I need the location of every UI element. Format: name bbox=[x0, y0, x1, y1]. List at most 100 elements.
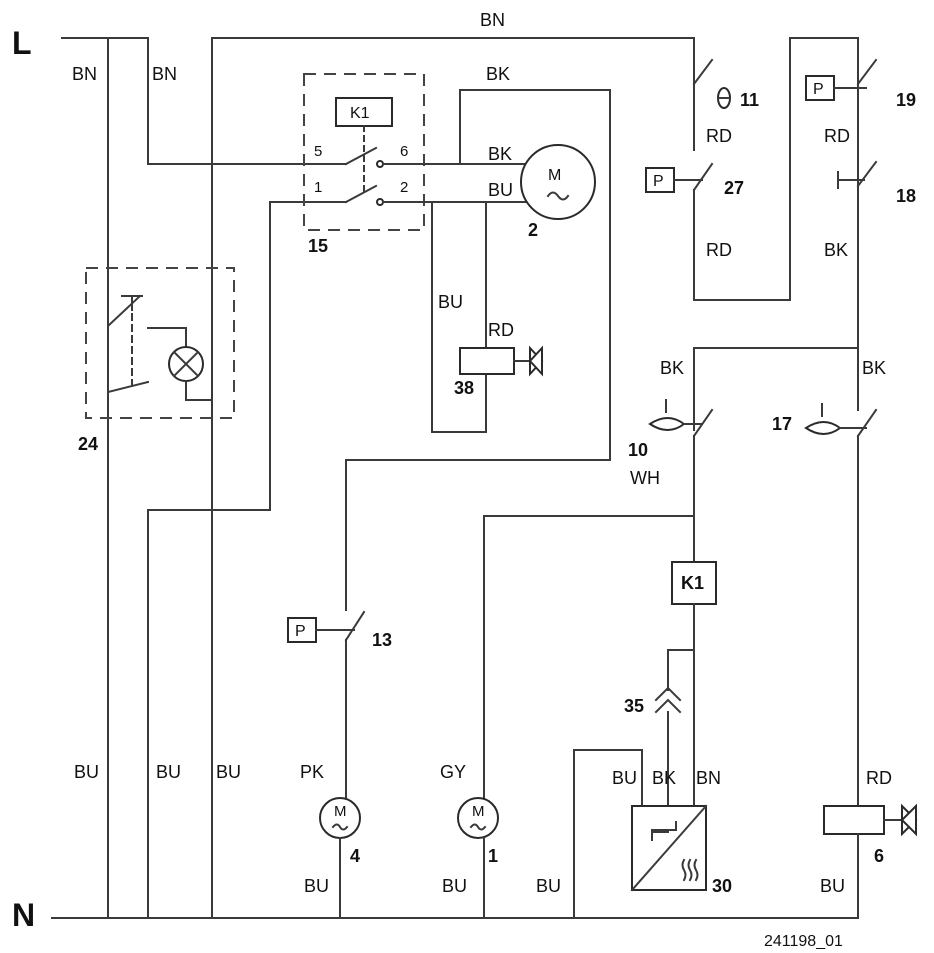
valve-38-icon-b bbox=[528, 345, 543, 377]
motor-2-m: M bbox=[548, 167, 561, 184]
heater-30-diagonal bbox=[630, 804, 708, 892]
component-4-label: 4 bbox=[350, 846, 360, 866]
pressure-27-box bbox=[645, 167, 675, 193]
switch-11 bbox=[692, 58, 714, 86]
label-bk-top: BK bbox=[486, 64, 510, 84]
relay-contact-2: 2 bbox=[400, 179, 408, 196]
relay-contact-1: 1 bbox=[314, 179, 322, 196]
relay-contact-5: 5 bbox=[314, 143, 322, 160]
k1-coil-label: K1 bbox=[681, 573, 704, 593]
component-1-label: 1 bbox=[488, 846, 498, 866]
valve-6-coil bbox=[823, 805, 885, 835]
relay-contact-6: 6 bbox=[400, 143, 408, 160]
valve-6-icon-b bbox=[900, 803, 917, 837]
wire-rd-loop bbox=[693, 37, 859, 301]
wire-bu-mid-loop bbox=[431, 201, 487, 433]
switch-18 bbox=[856, 160, 878, 188]
label-bk-18: BK bbox=[824, 240, 848, 260]
component-24-label: 24 bbox=[78, 434, 98, 454]
component-38-label: 38 bbox=[454, 378, 474, 398]
lamp24-switch-bottom bbox=[107, 380, 150, 411]
pressure-13-box bbox=[287, 617, 317, 643]
component-11-label: 11 bbox=[740, 90, 759, 110]
pressure-13-p: P bbox=[295, 623, 306, 640]
label-rd-6: RD bbox=[866, 768, 892, 788]
label-bn-30: BN bbox=[696, 768, 721, 788]
label-bu-m4: BU bbox=[304, 876, 329, 896]
valve-38-coil bbox=[459, 347, 515, 375]
label-bk-left: BK bbox=[660, 358, 684, 378]
label-rd-11: RD bbox=[706, 126, 732, 146]
label-bk-motor: BK bbox=[488, 144, 512, 164]
component-19-label: 19 bbox=[896, 90, 916, 110]
label-top-bn: BN bbox=[480, 10, 505, 30]
relay-k1-coil-box bbox=[335, 97, 393, 127]
label-bu-b3: BU bbox=[216, 762, 241, 782]
label-bk-30: BK bbox=[652, 768, 676, 788]
label-rd-19: RD bbox=[824, 126, 850, 146]
motor-4-tilde bbox=[331, 823, 349, 831]
wire-k1-contact1 bbox=[147, 201, 347, 511]
label-bu-mid: BU bbox=[438, 292, 463, 312]
label-bu-m1: BU bbox=[442, 876, 467, 896]
component-10-label: 10 bbox=[628, 440, 648, 460]
label-bn-left1: BN bbox=[72, 64, 97, 84]
label-bk-right: BK bbox=[862, 358, 886, 378]
relay-k1-label: K1 bbox=[350, 105, 370, 122]
component-27-label: 27 bbox=[724, 178, 744, 198]
connector-35-icon bbox=[654, 686, 682, 702]
label-wh: WH bbox=[630, 468, 660, 488]
component-30-label: 30 bbox=[712, 876, 732, 896]
rail-label-n: N bbox=[12, 897, 35, 933]
relay-15-box bbox=[303, 73, 425, 231]
component-15-label: 15 bbox=[308, 236, 328, 256]
label-pk: PK bbox=[300, 762, 324, 782]
connector-35-icon-b bbox=[654, 698, 682, 714]
component-17-label: 17 bbox=[772, 414, 792, 434]
label-bu-bottom: BU bbox=[536, 876, 561, 896]
label-gy: GY bbox=[440, 762, 466, 782]
motor-1-icon bbox=[457, 797, 499, 839]
label-bu-30: BU bbox=[612, 768, 637, 788]
component-6-label: 6 bbox=[874, 846, 884, 866]
diagram-reference: 241198_01 bbox=[764, 933, 843, 950]
label-bu-6: BU bbox=[820, 876, 845, 896]
motor-1-tilde bbox=[469, 823, 487, 831]
level-10-icon bbox=[648, 417, 686, 431]
component-13-label: 13 bbox=[372, 630, 392, 650]
switch-27 bbox=[692, 162, 714, 192]
pressure-27-p: P bbox=[653, 173, 664, 190]
component-18-label: 18 bbox=[896, 186, 916, 206]
relay-switch-a bbox=[344, 146, 378, 166]
switch-19 bbox=[856, 58, 878, 86]
lamp24-switch-top bbox=[107, 294, 142, 329]
rail-label-l: L bbox=[12, 25, 32, 61]
component-2-label: 2 bbox=[528, 220, 538, 240]
wire-to-35 bbox=[667, 649, 695, 691]
heater-30-step bbox=[651, 821, 677, 841]
motor-1-m: M bbox=[472, 803, 485, 820]
level-17-icon bbox=[804, 421, 842, 435]
label-rd-valve38: RD bbox=[488, 320, 514, 340]
motor-2-icon bbox=[520, 144, 596, 220]
switch-13 bbox=[344, 610, 366, 642]
label-bu-b2: BU bbox=[156, 762, 181, 782]
motor-2-tilde bbox=[546, 191, 570, 201]
pressure-19-p: P bbox=[813, 81, 824, 98]
component-35-label: 35 bbox=[624, 696, 644, 716]
wire-bu-30 bbox=[573, 749, 643, 919]
wire-bk-loop bbox=[345, 89, 611, 611]
label-bu-b1: BU bbox=[74, 762, 99, 782]
label-bu-motor: BU bbox=[488, 180, 513, 200]
heater-30-wave bbox=[681, 858, 699, 882]
relay-switch-b bbox=[344, 184, 378, 204]
label-bn-left2: BN bbox=[152, 64, 177, 84]
switch-17 bbox=[856, 408, 878, 438]
wire-wh-branch bbox=[483, 515, 695, 801]
switch-10 bbox=[692, 408, 714, 438]
motor-4-m: M bbox=[334, 803, 347, 820]
lamp-cross-b bbox=[172, 350, 200, 378]
label-rd-27: RD bbox=[706, 240, 732, 260]
lamp-switch-24-box bbox=[85, 267, 235, 419]
